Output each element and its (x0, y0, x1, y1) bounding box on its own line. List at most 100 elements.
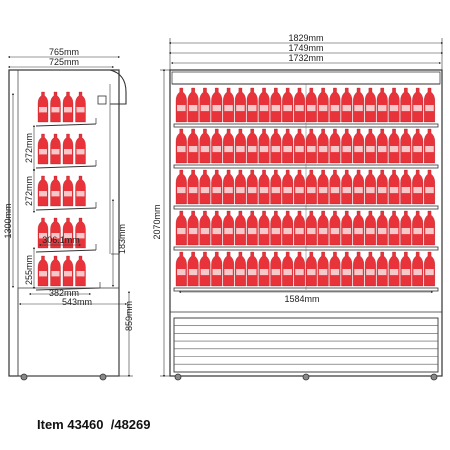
bottle-label (330, 187, 340, 194)
bottle-label (51, 191, 60, 197)
bottle-label (64, 271, 72, 277)
bottle-label (259, 105, 269, 112)
bottle-label (354, 187, 363, 194)
front-wheel-1 (174, 373, 182, 381)
bottle-label (354, 269, 363, 276)
bottle-label (259, 187, 269, 194)
bottle-label (177, 146, 186, 153)
dim-width-3: 1732mm (288, 53, 323, 63)
bottle-label (212, 187, 222, 194)
bottle-label (247, 228, 257, 235)
bottle-label (354, 105, 363, 112)
bottle-label (389, 105, 399, 112)
bottle-label (318, 187, 328, 194)
bottle-label (425, 105, 434, 112)
bottle-label (212, 146, 222, 153)
bottle-label (212, 269, 222, 276)
dim-overall-width: 1829mm (288, 33, 323, 43)
dim-base-depth: 543mm (62, 297, 92, 307)
bottle-label (283, 228, 292, 235)
front-base-grille (170, 311, 442, 373)
front-view (169, 69, 443, 381)
bottle-label (224, 228, 233, 235)
side-wheel-left (20, 373, 28, 381)
front-canopy (171, 71, 441, 85)
item-number: Item 43460 (37, 417, 104, 432)
dim-outer-depth: 765mm (49, 47, 79, 57)
bottle-label (413, 187, 422, 194)
side-dimensions (7, 55, 133, 378)
bottle-label (283, 187, 292, 194)
bottle-label (330, 146, 340, 153)
bottle-label (76, 107, 85, 113)
bottle-label (64, 233, 72, 239)
bottle-label (295, 146, 304, 153)
bottle-label (283, 269, 292, 276)
bottle-label (271, 228, 281, 235)
bottle-label (389, 187, 399, 194)
bottle-label (247, 146, 257, 153)
bottle-label (295, 187, 304, 194)
bottle-label (307, 228, 316, 235)
bottle-label (200, 187, 210, 194)
bottle-label (76, 191, 85, 197)
bottle-label (307, 105, 316, 112)
dim-shelf-width: 1584mm (284, 294, 319, 304)
bottle-label (401, 228, 411, 235)
item-alt-number: /48269 (110, 417, 151, 432)
bottle-label (188, 187, 198, 194)
side-shelf (35, 165, 97, 169)
bottle-label (425, 146, 434, 153)
bottle-label (377, 228, 387, 235)
side-bottles (37, 91, 86, 287)
dim-base-shelf-height: 255mm (24, 255, 34, 285)
bottle-label (366, 269, 375, 276)
front-wheel-3 (430, 373, 438, 381)
item-label: Item 43460 /48269 (37, 417, 151, 432)
bottle-label (401, 269, 411, 276)
side-shelf (35, 207, 97, 211)
bottle-label (366, 187, 375, 194)
bottle-label (64, 107, 72, 113)
bottle-label (271, 269, 281, 276)
bottle-label (76, 233, 85, 239)
side-shelf (35, 249, 97, 253)
grille-frame (173, 317, 439, 373)
bottle-label (177, 269, 186, 276)
bottle-label (377, 105, 387, 112)
bottle-label (401, 187, 411, 194)
bottle-label (330, 269, 340, 276)
side-shelves (35, 84, 111, 291)
bottle-label (307, 269, 316, 276)
front-wheel-2 (302, 373, 310, 381)
bottle-label (342, 228, 352, 235)
bottle-label (39, 233, 47, 239)
bottle-label (342, 187, 352, 194)
bottle-label (330, 105, 340, 112)
bottle-label (39, 191, 47, 197)
dim-width-2: 1749mm (288, 43, 323, 53)
dim-upper-edge: 183mm (117, 224, 127, 254)
bottle-label (366, 228, 375, 235)
bottle-label (177, 105, 186, 112)
bottle-label (247, 105, 257, 112)
bottle-label (177, 228, 186, 235)
dim-shelf-spacing: 272mm (24, 133, 34, 163)
bottle-label (425, 228, 434, 235)
bottle-label (354, 228, 363, 235)
bottle-label (377, 146, 387, 153)
front-shelves (173, 84, 439, 292)
bottle-label (200, 269, 210, 276)
bottle-label (236, 187, 245, 194)
bottle-label (188, 146, 198, 153)
bottle-label (318, 146, 328, 153)
dim-base-shelf-depth: 382mm (49, 288, 79, 298)
bottle-label (389, 146, 399, 153)
front-dimensions (160, 38, 444, 378)
bottle-label (247, 187, 257, 194)
bottle-label (259, 228, 269, 235)
bottle-label (413, 105, 422, 112)
bottle-label (389, 269, 399, 276)
bottle-label (318, 105, 328, 112)
